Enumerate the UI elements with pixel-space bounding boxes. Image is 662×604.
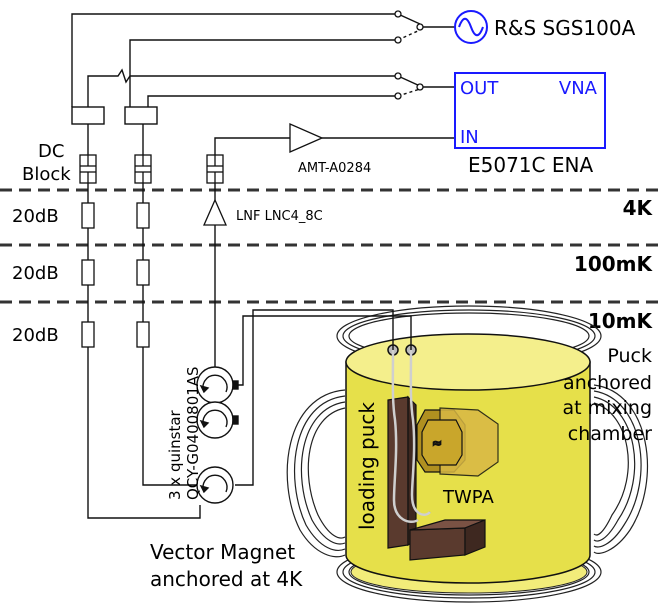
dc-block-label-line2: Block: [22, 164, 71, 185]
rt-amplifier-label: AMT-A0284: [298, 161, 371, 176]
vna: OUT VNA IN E5071C ENA: [454, 72, 606, 177]
circulator-3: [196, 466, 234, 504]
circulator-label-line1: 3 x quinstar: [166, 409, 184, 500]
stage-label-4k: 4K: [623, 196, 654, 220]
dc-block-combiner-1: [71, 106, 105, 125]
magnet-label-line1: Vector Magnet: [150, 540, 295, 564]
sample-bracket: [387, 395, 486, 561]
lnf-amplifier: [203, 198, 227, 226]
lnf-label: LNF LNC4_8C: [236, 209, 323, 224]
dc-block-combiner-2: [124, 106, 158, 125]
magnet-label-line2: anchored at 4K: [150, 567, 303, 591]
dc-blocks: [79, 154, 224, 184]
vna-model-label: E5071C ENA: [468, 153, 593, 177]
attenuator-10mk-b: [136, 321, 150, 348]
attenuator-100mk-b: [136, 259, 150, 286]
wiring: [71, 13, 455, 519]
magnet-coil-right: [593, 384, 648, 554]
attenuators: [81, 202, 150, 348]
generator-label: R&S SGS100A: [494, 16, 636, 40]
dc-block-label-line1: DC: [38, 141, 64, 162]
circulator-1: [196, 366, 239, 404]
twpa-symbol: ≈: [432, 436, 442, 450]
circulator-2: [196, 401, 239, 439]
puck-label-line3: at mixing: [562, 397, 652, 419]
puck-top: [345, 333, 591, 391]
magnet-coil-left: [286, 389, 346, 558]
attenuator-label-100mk: 20dB: [12, 263, 59, 284]
puck-label-line4: chamber: [568, 423, 652, 445]
vna-in-port: IN: [460, 127, 479, 148]
dc-block-1: [79, 154, 97, 184]
twpa-label: TWPA: [442, 487, 494, 508]
signal-generator: R&S SGS100A: [454, 10, 636, 44]
attenuator-label-4k: 20dB: [12, 206, 59, 227]
vna-box: [454, 72, 606, 149]
circulator-label-line2: QCY-G0400801AS: [184, 366, 202, 500]
attenuator-100mk-a: [81, 259, 95, 286]
attenuator-label-10mk: 20dB: [12, 325, 59, 346]
dc-block-3: [206, 154, 224, 184]
puck-label-line1: Puck: [607, 345, 652, 367]
rt-amplifier: [289, 123, 324, 153]
attenuator-4k-b: [136, 202, 150, 229]
dc-block-2: [134, 154, 152, 184]
twpa-chip: ≈: [416, 407, 499, 477]
loading-puck-label: loading puck: [355, 402, 379, 530]
switch-nodes: [394, 10, 424, 100]
attenuator-4k-a: [81, 202, 95, 229]
stage-label-10mk: 10mK: [588, 309, 654, 333]
stage-dividers: [0, 188, 662, 304]
attenuator-10mk-a: [81, 321, 95, 348]
circulators: [196, 366, 239, 504]
stage-label-100mk: 100mK: [574, 252, 654, 276]
vna-out-port: OUT: [460, 78, 499, 99]
vna-title: VNA: [559, 78, 598, 99]
puck-label-line2: anchored: [563, 372, 652, 394]
